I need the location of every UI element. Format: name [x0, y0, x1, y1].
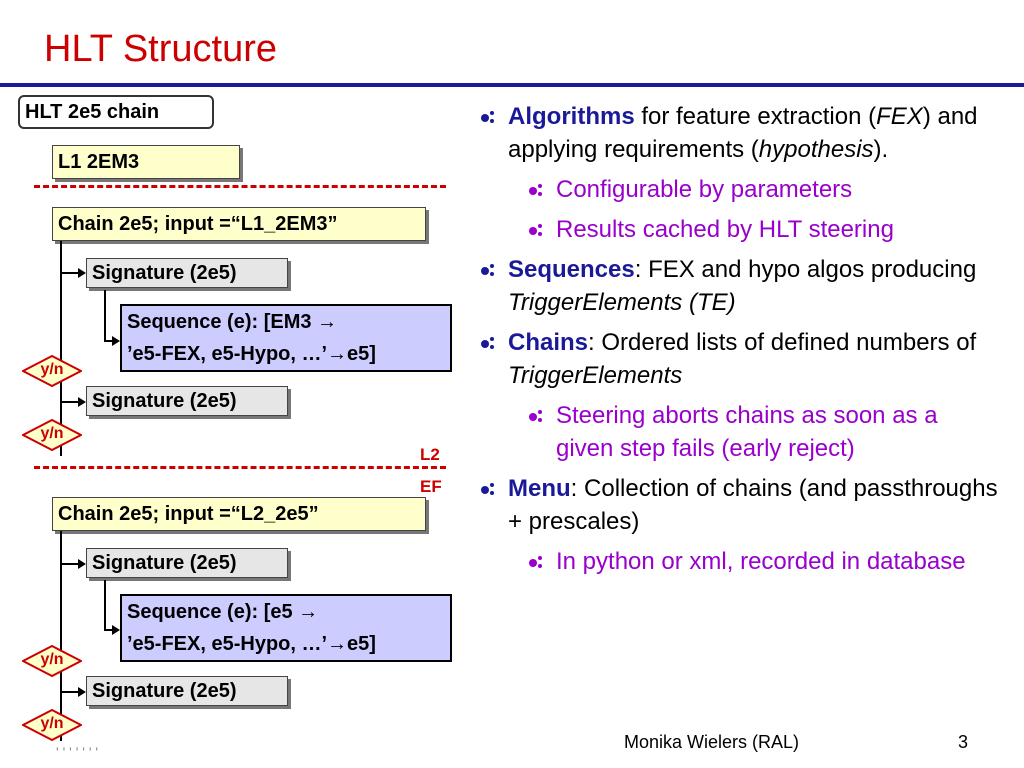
arrow-right-icon — [78, 397, 86, 407]
arrow-right-icon — [112, 625, 120, 635]
subbullet-steering-aborts: Steering aborts chains as soon as a give… — [480, 399, 1000, 465]
chain-box-ef: Chain 2e5; input =“L2_2e5” — [52, 497, 426, 531]
diamond-icon — [22, 645, 82, 677]
connector — [104, 340, 112, 342]
decision-label: y/n — [40, 715, 64, 732]
hlt-chain-label: HLT 2e5 chain — [18, 95, 214, 129]
signature-branch — [104, 580, 106, 630]
chain-box-l2: Chain 2e5; input =“L1_2EM3” — [52, 207, 426, 241]
arrow-right-icon — [78, 687, 86, 697]
l1-l2-divider — [34, 185, 446, 188]
diamond-icon — [22, 419, 82, 451]
connector — [60, 691, 78, 693]
atom-bullet-icon — [529, 224, 542, 236]
page-number: 3 — [958, 732, 969, 752]
diamond-icon — [22, 355, 82, 387]
footer-left-text: ' ' ' ' ' ' ' — [56, 744, 99, 754]
atom-bullet-icon — [529, 184, 542, 196]
sequence-box: Sequence (e): [EM3 → ’e5-FEX, e5-Hypo, …… — [120, 304, 452, 372]
atom-bullet-icon — [481, 483, 494, 495]
chain1-trunk — [60, 241, 62, 456]
sequence-box: Sequence (e): [e5 → ’e5-FEX, e5-Hypo, …’… — [120, 594, 452, 662]
atom-bullet-icon — [529, 410, 542, 422]
decision-diamond: y/n — [22, 419, 82, 451]
title-underline — [0, 83, 1024, 87]
level-l2-label: L2 — [420, 445, 440, 464]
footer-author: Monika Wielers (RAL) — [624, 732, 800, 752]
slide-title: HLT Structure — [44, 28, 278, 70]
sequence-line-2: ’e5-FEX, e5-Hypo, …’→e5] — [127, 343, 376, 365]
connector — [60, 272, 78, 274]
bullet-sequences: Sequences: FEX and hypo algos producing … — [480, 253, 1000, 319]
level-ef-label: EF — [420, 477, 442, 496]
bullet-list: Algorithms for feature extraction (FEX) … — [480, 100, 1000, 585]
chain2-trunk — [60, 531, 62, 741]
sequence-line-2: ’e5-FEX, e5-Hypo, …’→e5] — [127, 633, 376, 655]
atom-bullet-icon — [529, 556, 542, 568]
connector — [60, 563, 78, 565]
l2-ef-divider — [34, 466, 446, 469]
signature-box: Signature (2e5) — [86, 386, 288, 416]
arrow-right-icon — [112, 336, 120, 346]
arrow-right-icon — [78, 559, 86, 569]
signature-branch — [104, 290, 106, 341]
decision-diamond: y/n — [22, 645, 82, 677]
decision-label: y/n — [40, 651, 64, 668]
signature-box: Signature (2e5) — [86, 676, 288, 706]
decision-diamond: y/n — [22, 355, 82, 387]
signature-box: Signature (2e5) — [86, 258, 288, 288]
subbullet-cached: Results cached by HLT steering — [480, 213, 1000, 246]
atom-bullet-icon — [481, 337, 494, 349]
subbullet-configurable: Configurable by parameters — [480, 173, 1000, 206]
atom-bullet-icon — [481, 264, 494, 276]
sequence-line-1: Sequence (e): [e5 → — [127, 601, 319, 623]
connector — [60, 401, 78, 403]
decision-label: y/n — [40, 425, 64, 442]
subbullet-python-xml: In python or xml, recorded in database — [480, 545, 1000, 578]
decision-label: y/n — [40, 361, 64, 378]
sequence-line-1: Sequence (e): [EM3 → — [127, 311, 338, 333]
bullet-chains: Chains: Ordered lists of defined numbers… — [480, 326, 1000, 392]
atom-bullet-icon — [481, 111, 494, 123]
decision-diamond: y/n — [22, 709, 82, 741]
connector — [104, 629, 112, 631]
l1-box: L1 2EM3 — [52, 145, 240, 179]
bullet-algorithms: Algorithms for feature extraction (FEX) … — [480, 100, 1000, 166]
signature-box: Signature (2e5) — [86, 548, 288, 578]
arrow-right-icon — [78, 268, 86, 278]
diamond-icon — [22, 709, 82, 741]
bullet-menu: Menu: Collection of chains (and passthro… — [480, 472, 1000, 538]
